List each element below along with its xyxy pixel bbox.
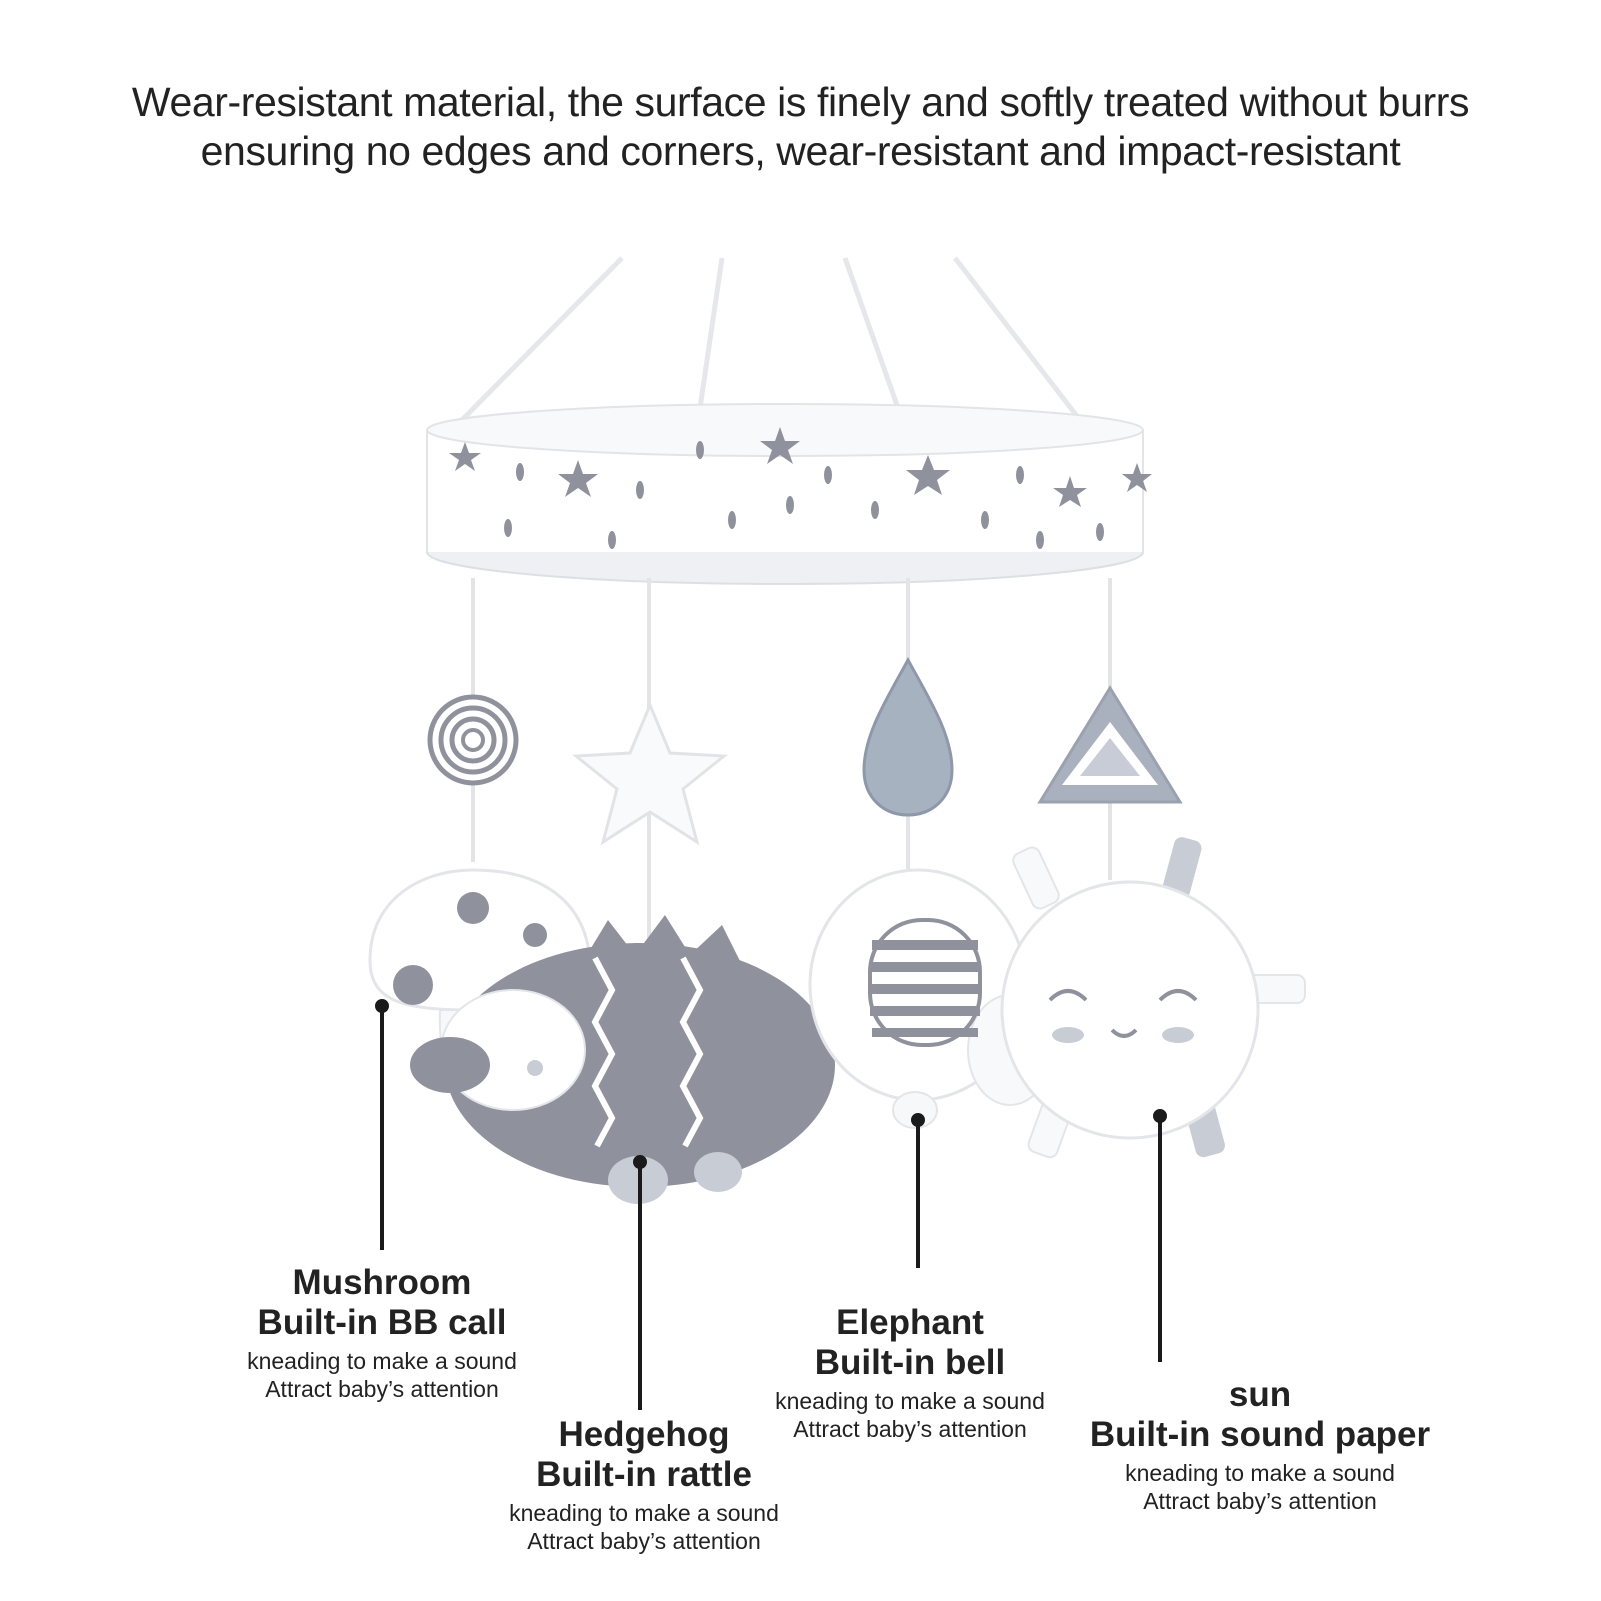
callout-feature: Built-in BB call xyxy=(257,1303,507,1342)
star-pattern-icon xyxy=(1053,476,1087,507)
circle-charm xyxy=(427,694,519,786)
star-charm xyxy=(572,701,728,846)
teardrop-charm xyxy=(862,656,954,817)
drop-strings xyxy=(471,578,1112,960)
star-pattern-icon xyxy=(760,427,800,464)
callout-desc: Attract baby’s attention xyxy=(793,1416,1027,1442)
callout-elephant: Elephant Built-in bell kneading to make … xyxy=(740,1303,1080,1443)
callout-hedgehog: Hedgehog Built-in rattle kneading to mak… xyxy=(474,1415,814,1555)
callout-desc: kneading to make a sound xyxy=(247,1348,517,1374)
headline-line-1: Wear-resistant material, the surface is … xyxy=(131,79,1470,125)
callout-desc: Attract baby’s attention xyxy=(527,1528,761,1554)
callout-title: Mushroom xyxy=(292,1263,472,1302)
hanging-strings xyxy=(460,256,1082,422)
callout-sun: sun Built-in sound paper kneading to mak… xyxy=(1070,1375,1450,1515)
mobile-ring xyxy=(426,403,1152,585)
callout-desc: kneading to make a sound xyxy=(775,1388,1045,1414)
callout-title: Hedgehog xyxy=(558,1415,730,1454)
callout-pointers xyxy=(375,999,1167,1410)
headline: Wear-resistant material, the surface is … xyxy=(0,78,1601,176)
callout-feature: Built-in bell xyxy=(814,1343,1006,1382)
sun-toy xyxy=(1000,837,1306,1159)
callout-mushroom: Mushroom Built-in BB call kneading to ma… xyxy=(212,1263,552,1403)
star-pattern-icon xyxy=(558,460,598,497)
callout-title: sun xyxy=(1228,1375,1292,1414)
elephant-toy xyxy=(808,868,1053,1129)
callout-feature: Built-in sound paper xyxy=(1089,1415,1431,1454)
callout-title: Elephant xyxy=(836,1303,984,1342)
hedgehog-toy xyxy=(410,915,835,1204)
callout-desc: kneading to make a sound xyxy=(509,1500,779,1526)
callout-feature: Built-in rattle xyxy=(536,1455,752,1494)
triangle-charm xyxy=(1037,685,1183,804)
star-pattern-icon xyxy=(1122,463,1152,492)
star-pattern-icon xyxy=(906,455,950,495)
headline-line-2: ensuring no edges and corners, wear-resi… xyxy=(200,128,1401,174)
callout-desc: Attract baby’s attention xyxy=(1143,1488,1377,1514)
callout-desc: kneading to make a sound xyxy=(1125,1460,1395,1486)
callout-desc: Attract baby’s attention xyxy=(265,1376,499,1402)
star-pattern-icon xyxy=(449,442,481,471)
